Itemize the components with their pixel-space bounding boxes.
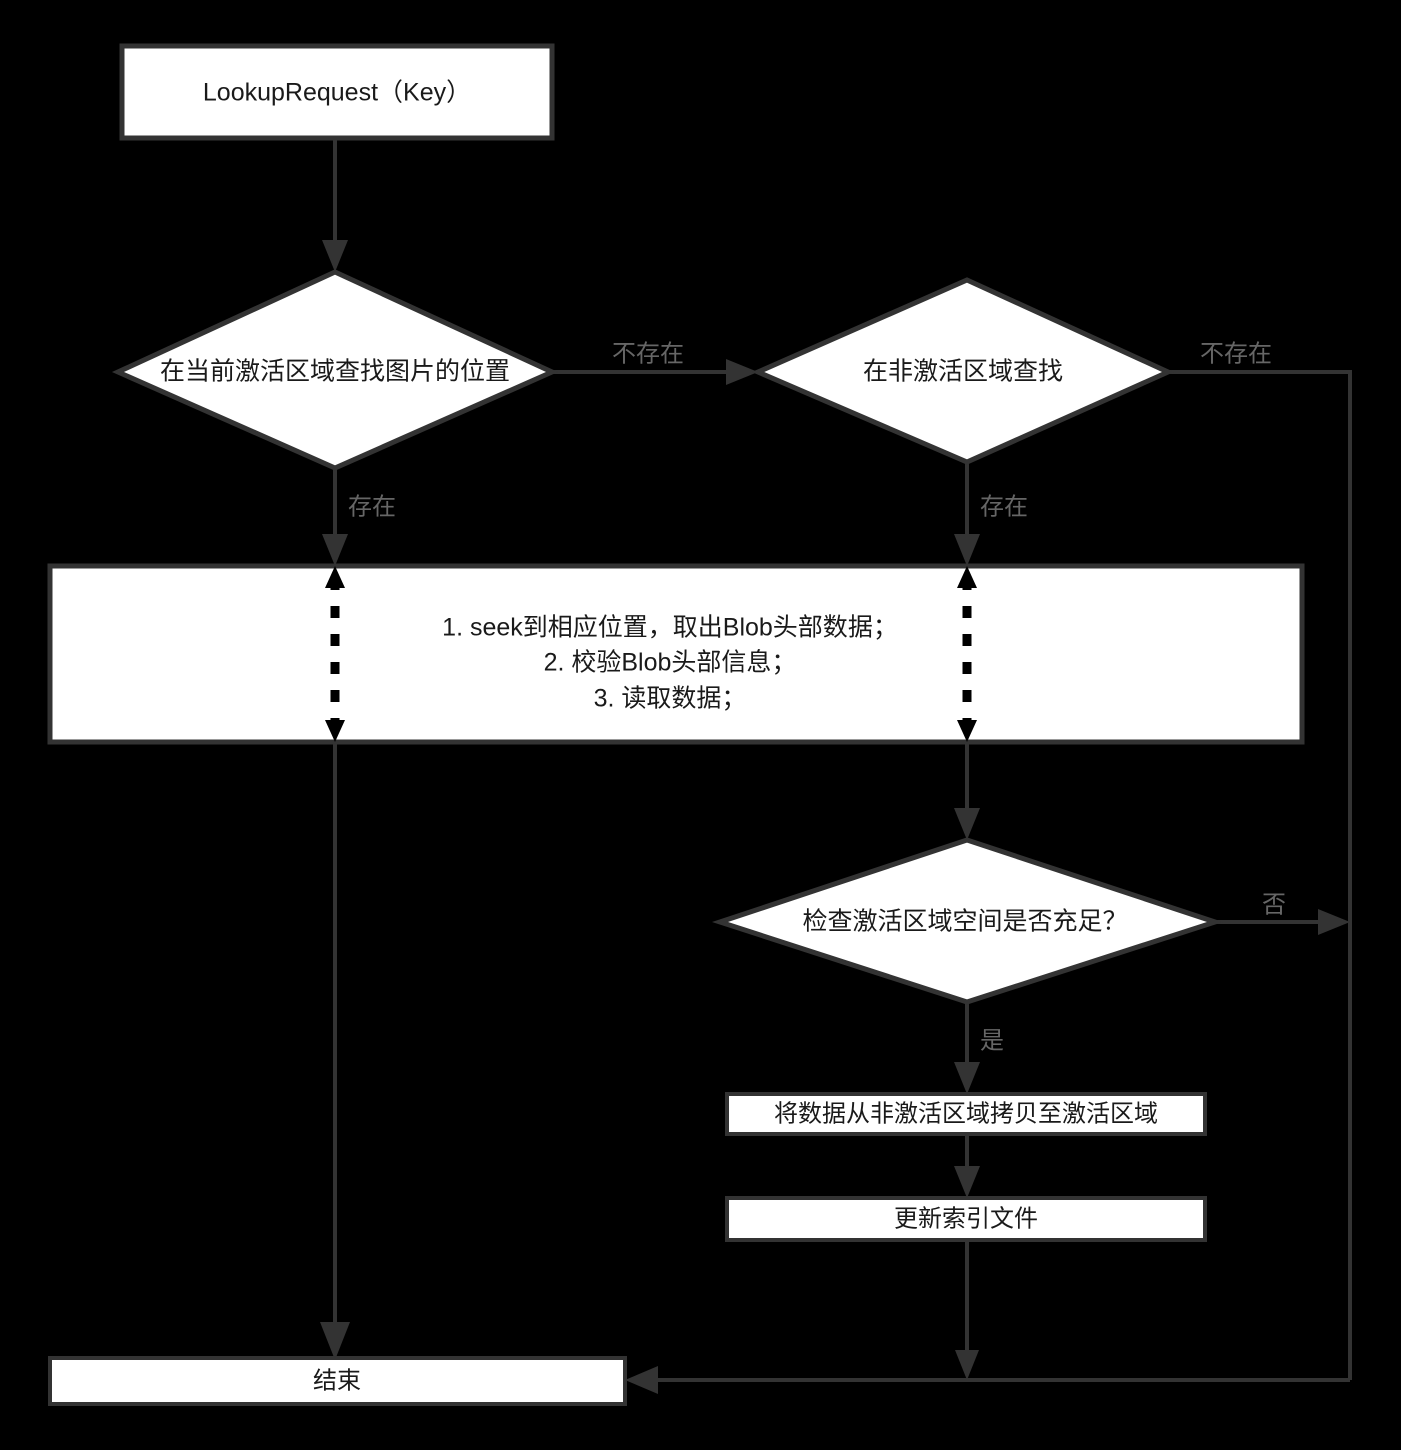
- node-process-read-line-3: 3. 读取数据；: [594, 685, 747, 713]
- edge-label-exist-2: 存在: [980, 493, 1028, 520]
- edge-process-to-decision-space: [954, 742, 980, 840]
- edge-copy-to-update-index: [954, 1134, 980, 1198]
- measure-arrow-left: [325, 566, 345, 742]
- node-process-update-index-label: 更新索引文件: [894, 1205, 1038, 1232]
- node-decision-space-check[interactable]: 检查激活区域空间是否充足？: [711, 837, 1224, 1005]
- node-process-read-line-2: 2. 校验Blob头部信息；: [544, 649, 797, 677]
- node-process-read-line-1: 1. seek到相应位置，取出Blob头部数据；: [442, 614, 898, 642]
- edge-update-index-to-end: [955, 1240, 979, 1380]
- edge-active-to-inactive: 不存在: [552, 340, 758, 385]
- edge-process-to-end: [320, 742, 350, 1360]
- edge-label-not-exist-2: 不存在: [1200, 340, 1272, 367]
- node-decision-inactive-area-label: 在非激活区域查找: [863, 358, 1063, 386]
- node-end-label: 结束: [313, 1367, 361, 1394]
- edge-label-exist-1: 存在: [348, 493, 396, 520]
- node-process-read[interactable]: 1. seek到相应位置，取出Blob头部数据； 2. 校验Blob头部信息； …: [47, 563, 1305, 745]
- node-process-copy[interactable]: 将数据从非激活区域拷贝至激活区域: [725, 1092, 1207, 1136]
- edge-space-yes-to-copy: 是: [954, 1002, 1004, 1094]
- node-decision-inactive-area[interactable]: 在非激活区域查找: [751, 277, 1175, 465]
- node-start[interactable]: LookupRequest（Key）: [119, 43, 555, 141]
- measure-arrow-right: [957, 566, 977, 742]
- node-decision-active-area[interactable]: 在当前激活区域查找图片的位置: [111, 269, 559, 471]
- edge-label-yes: 是: [980, 1027, 1004, 1054]
- edge-bottom-rail-to-end: [625, 1366, 1350, 1394]
- edge-space-no-to-end: 否: [1215, 891, 1350, 935]
- node-process-update-index[interactable]: 更新索引文件: [725, 1196, 1207, 1242]
- edge-active-to-process: 存在: [322, 468, 396, 566]
- node-end[interactable]: 结束: [48, 1356, 627, 1406]
- node-decision-space-check-label: 检查激活区域空间是否充足？: [802, 908, 1127, 936]
- edge-inactive-not-exist-to-end: 不存在: [1168, 340, 1352, 1380]
- node-process-copy-label: 将数据从非激活区域拷贝至激活区域: [774, 1100, 1158, 1127]
- edge-inactive-to-process: 存在: [954, 462, 1028, 566]
- edge-label-not-exist-1: 不存在: [612, 340, 684, 367]
- edge-start-to-decision-active: [322, 138, 348, 272]
- node-start-label: LookupRequest（Key）: [203, 79, 471, 107]
- node-decision-active-area-label: 在当前激活区域查找图片的位置: [160, 358, 510, 386]
- edge-label-no: 否: [1262, 891, 1286, 918]
